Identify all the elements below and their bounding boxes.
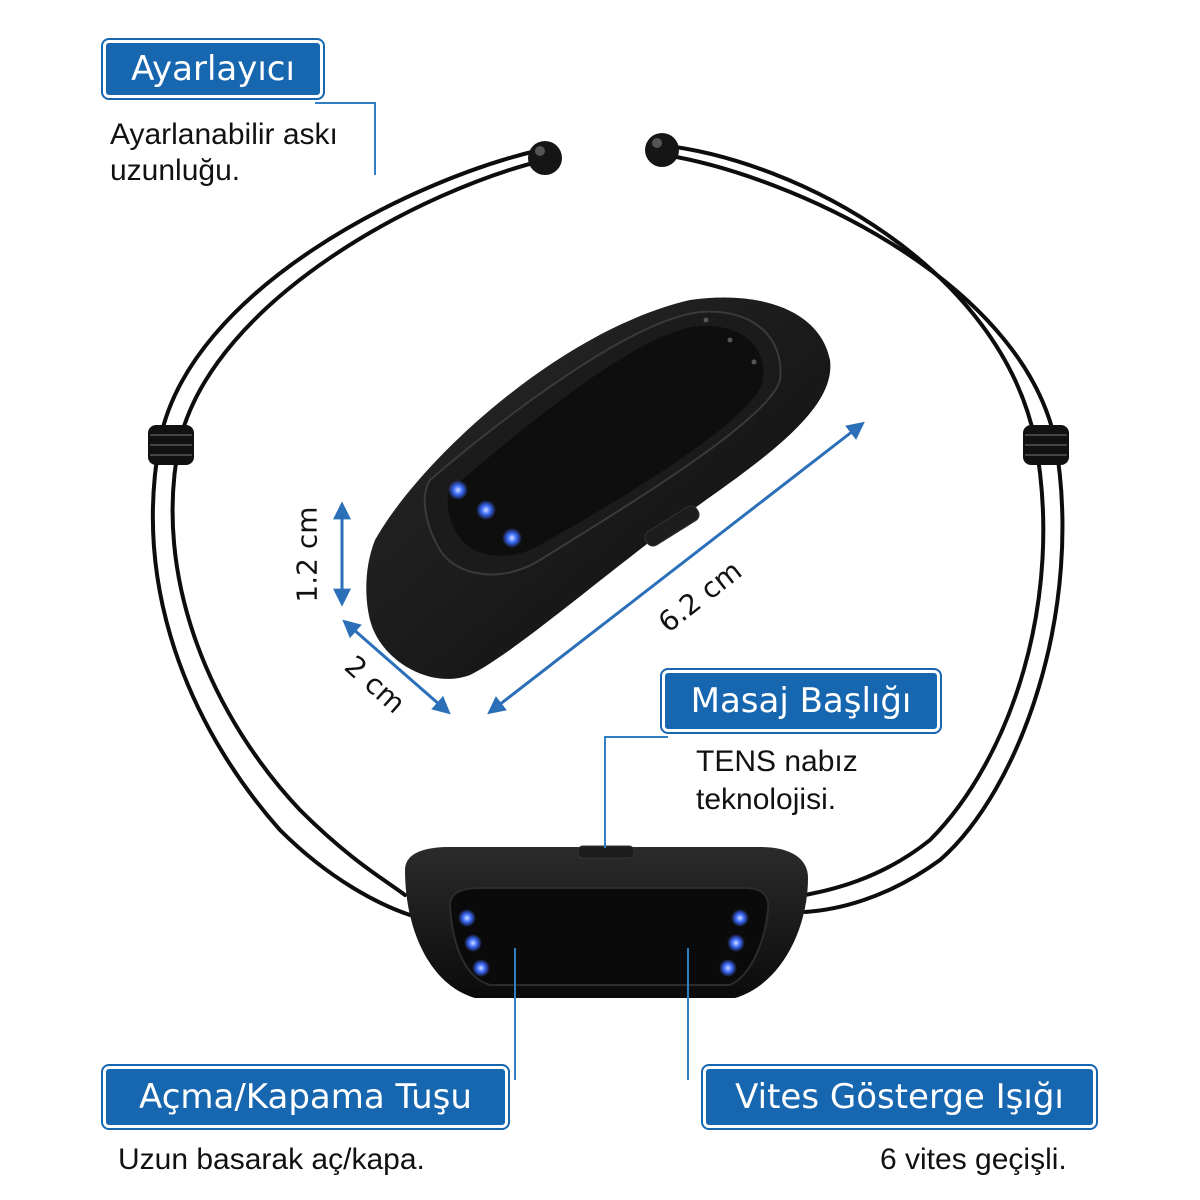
adjuster-description: Ayarlanabilir askı uzunluğu. (110, 117, 338, 189)
cord-slider-left (148, 425, 194, 465)
height-dimension-label: 1.2 cm (290, 506, 324, 603)
led-indicator (458, 909, 476, 927)
adjuster-bead-left (528, 141, 562, 175)
led-indicator (448, 480, 468, 500)
massage-head-description-line1: TENS nabız (696, 745, 858, 778)
gear-light-label: Vites Gösterge Işığı (701, 1064, 1098, 1130)
massage-head-leader-line (604, 736, 668, 848)
power-button-label: Açma/Kapama Tuşu (101, 1064, 510, 1130)
massage-device-front (405, 845, 808, 998)
led-indicator (476, 500, 496, 520)
power-button-description: Uzun basarak aç/kapa. (118, 1143, 425, 1176)
width-dimension-arrow (342, 619, 451, 715)
adjuster-bead-right (645, 133, 679, 167)
massage-device-angled (366, 297, 831, 679)
led-indicator (464, 934, 482, 952)
gear-light-description: 6 vites geçişli. (880, 1143, 1067, 1176)
neck-cord (151, 143, 1065, 917)
led-indicator (472, 959, 490, 977)
led-indicator (731, 909, 749, 927)
cord-slider-right (1023, 425, 1069, 465)
adjuster-description-line1: Ayarlanabilir askı (110, 118, 338, 151)
led-indicator (727, 934, 745, 952)
adjuster-label: Ayarlayıcı (101, 38, 325, 100)
massage-head-description: TENS nabız teknolojisi. (696, 743, 858, 819)
led-indicator (719, 959, 737, 977)
massage-head-description-line2: teknolojisi. (696, 783, 837, 816)
led-indicator (502, 528, 522, 548)
adjuster-description-line2: uzunluğu. (110, 154, 241, 187)
length-dimension-arrow (487, 421, 865, 715)
massage-head-label: Masaj Başlığı (660, 668, 942, 734)
adjuster-leader-line (315, 102, 376, 175)
